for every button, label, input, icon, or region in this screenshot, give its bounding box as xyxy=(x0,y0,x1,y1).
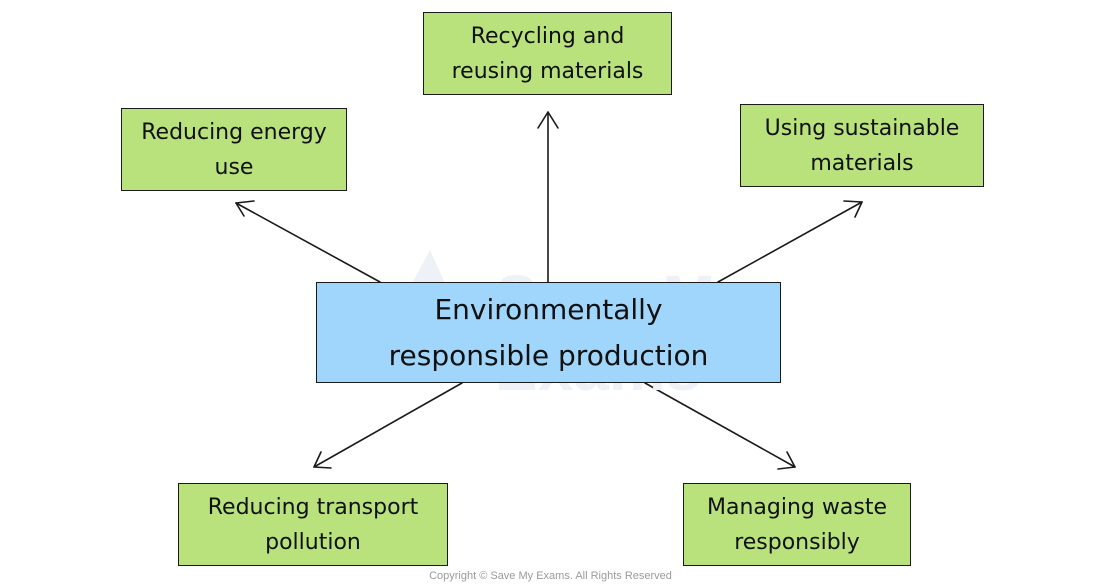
factor-energy-box: Reducing energy use xyxy=(121,108,347,191)
factor-sustainable-box: Using sustainable materials xyxy=(740,104,984,187)
arrow-to-waste xyxy=(644,382,796,468)
factor-transport-box: Reducing transport pollution xyxy=(178,483,448,566)
factor-recycling-box: Recycling and reusing materials xyxy=(423,12,672,95)
arrowhead-waste xyxy=(777,451,796,470)
arrow-to-sustainable xyxy=(717,201,863,283)
copyright-notice: Copyright © Save My Exams. All Rights Re… xyxy=(429,570,672,582)
arrowhead-sustainable xyxy=(843,200,863,218)
factor-waste-box: Managing waste responsibly xyxy=(683,483,911,566)
central-concept-box: Environmentally responsible production xyxy=(316,282,781,383)
arrowhead-recycling xyxy=(537,111,559,129)
arrowhead-transport xyxy=(313,451,332,469)
arrowhead-energy xyxy=(235,200,255,217)
arrow-to-energy xyxy=(235,202,381,283)
arrow-to-transport xyxy=(313,382,463,468)
